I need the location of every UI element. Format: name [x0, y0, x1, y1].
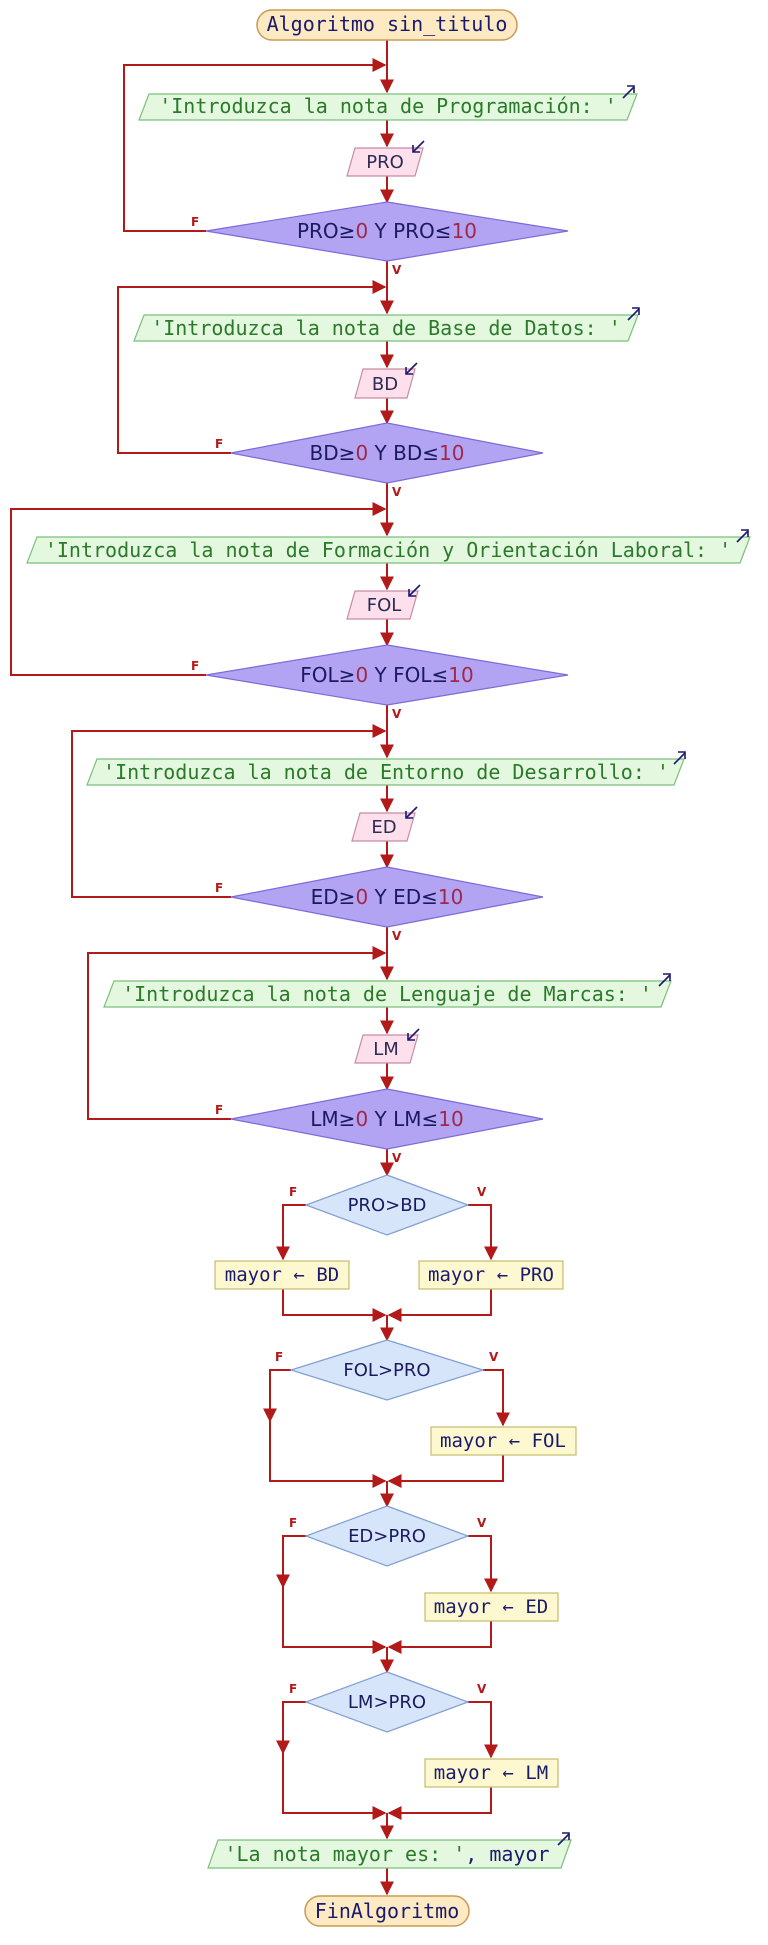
true-label: V: [392, 485, 402, 499]
true-label: V: [477, 1516, 487, 1530]
input-var-text: ED: [371, 817, 396, 838]
assign-false-box: [214, 1260, 350, 1290]
assign-true-box: [430, 1426, 577, 1456]
true-label: V: [477, 1682, 487, 1696]
assign-true-text: mayor ← LM: [434, 1762, 548, 1784]
output-shape: [133, 314, 639, 342]
input-var-text: BD: [372, 374, 398, 395]
input-shape: [354, 1034, 419, 1064]
loop-condition-shape: [230, 422, 544, 484]
decision-shape: [304, 1174, 470, 1236]
decision-shape: [288, 1339, 486, 1401]
output-shape: [86, 758, 685, 786]
false-label: F: [275, 1350, 283, 1364]
input-shape: [346, 590, 419, 620]
assign-true-box: [424, 1592, 559, 1622]
false-label: F: [191, 215, 199, 229]
output-arrow-icon: [627, 307, 640, 321]
connectors: [10, 40, 510, 1896]
decision-pro-bd: PRO>BD F V mayor ← BD mayor ← PRO: [214, 1174, 564, 1290]
output-shape: [207, 1839, 572, 1869]
decision-fol-pro: FOL>PRO F V mayor ← FOL: [275, 1339, 577, 1456]
loop-condition-shape: [205, 644, 569, 706]
input-shape: [346, 147, 424, 177]
input-var-text: LM: [373, 1039, 399, 1060]
output-arrow-icon: [622, 85, 635, 99]
loop-entorno-desarrollo: 'Introduzca la nota de Entorno de Desarr…: [86, 751, 686, 943]
start-terminal: Algoritmo sin_titulo: [256, 9, 518, 41]
output-arrow-icon: [736, 529, 749, 543]
true-label: V: [392, 707, 402, 721]
loop-condition-text: BD≥0 Y BD≤10: [310, 441, 465, 465]
output-prompt-text: 'Introduzca la nota de Lenguaje de Marca…: [122, 982, 652, 1006]
output-shape: [26, 536, 751, 564]
decision-text: ED>PRO: [348, 1526, 426, 1547]
start-label: Algoritmo sin_titulo: [267, 12, 508, 36]
output-arrow-icon: [658, 973, 671, 987]
decision-text: LM>PRO: [348, 1692, 426, 1713]
false-label: F: [289, 1516, 297, 1530]
false-label: F: [215, 881, 223, 895]
input-arrow-icon: [405, 806, 418, 819]
decision-text: FOL>PRO: [343, 1360, 430, 1381]
false-label: F: [289, 1682, 297, 1696]
assign-true-box: [424, 1758, 559, 1788]
true-label: V: [392, 1151, 402, 1165]
assign-true-text: mayor ← PRO: [428, 1264, 554, 1286]
output-prompt-text: 'Introduzca la nota de Formación y Orien…: [45, 538, 731, 562]
output-arrow-icon: [557, 1832, 570, 1846]
input-var-text: PRO: [366, 152, 404, 173]
loop-condition-shape: [205, 201, 569, 262]
input-arrow-icon: [408, 584, 421, 597]
true-label: V: [392, 929, 402, 943]
true-label: V: [489, 1350, 499, 1364]
loop-condition-shape: [230, 866, 544, 928]
loop-condition-text: PRO≥0 Y PRO≤10: [297, 219, 477, 243]
false-label: F: [191, 659, 199, 673]
final-output: 'La nota mayor es: ', mayor: [207, 1832, 572, 1869]
output-prompt-text: 'Introduzca la nota de Entorno de Desarr…: [103, 760, 669, 784]
loop-programacion: 'Introduzca la nota de Programación: ' P…: [138, 85, 638, 277]
final-output-text: 'La nota mayor es: ', mayor: [224, 1842, 549, 1866]
loop-condition-text: FOL≥0 Y FOL≤10: [300, 663, 473, 687]
input-arrow-icon: [407, 1028, 420, 1041]
input-shape: [354, 368, 416, 399]
input-arrow-icon: [405, 362, 418, 375]
decision-ed-pro: ED>PRO F V mayor ← ED: [289, 1505, 559, 1622]
assign-false-text: mayor ← BD: [225, 1264, 339, 1286]
input-var-text: FOL: [367, 595, 402, 616]
end-terminal: FinAlgoritmo: [304, 1895, 470, 1927]
loop-condition-text: LM≥0 Y LM≤10: [310, 1107, 463, 1131]
output-prompt-text: 'Introduzca la nota de Base de Datos: ': [151, 316, 621, 340]
assign-true-box: [418, 1260, 564, 1290]
true-label: V: [392, 263, 402, 277]
decision-shape: [304, 1671, 470, 1733]
assign-true-text: mayor ← FOL: [440, 1430, 566, 1452]
false-label: F: [289, 1185, 297, 1199]
decision-text: PRO>BD: [348, 1195, 427, 1216]
input-arrow-icon: [412, 140, 425, 153]
loop-lenguaje-marcas: 'Introduzca la nota de Lenguaje de Marca…: [103, 973, 672, 1165]
false-label: F: [215, 437, 223, 451]
loop-condition-text: ED≥0 Y ED≤10: [311, 885, 464, 909]
input-shape: [351, 812, 416, 842]
true-label: V: [477, 1185, 487, 1199]
decision-lm-pro: LM>PRO F V mayor ← LM: [289, 1671, 559, 1788]
end-label: FinAlgoritmo: [315, 1899, 460, 1923]
loop-fol: 'Introduzca la nota de Formación y Orien…: [26, 529, 751, 721]
output-shape: [103, 980, 672, 1008]
output-prompt-text: 'Introduzca la nota de Programación: ': [159, 94, 617, 118]
loop-condition-shape: [230, 1088, 544, 1150]
loop-base-datos: 'Introduzca la nota de Base de Datos: ' …: [133, 307, 640, 499]
assign-true-text: mayor ← ED: [434, 1596, 548, 1618]
false-label: F: [215, 1103, 223, 1117]
decision-shape: [304, 1505, 470, 1567]
output-arrow-icon: [673, 751, 686, 765]
output-shape: [138, 93, 638, 121]
